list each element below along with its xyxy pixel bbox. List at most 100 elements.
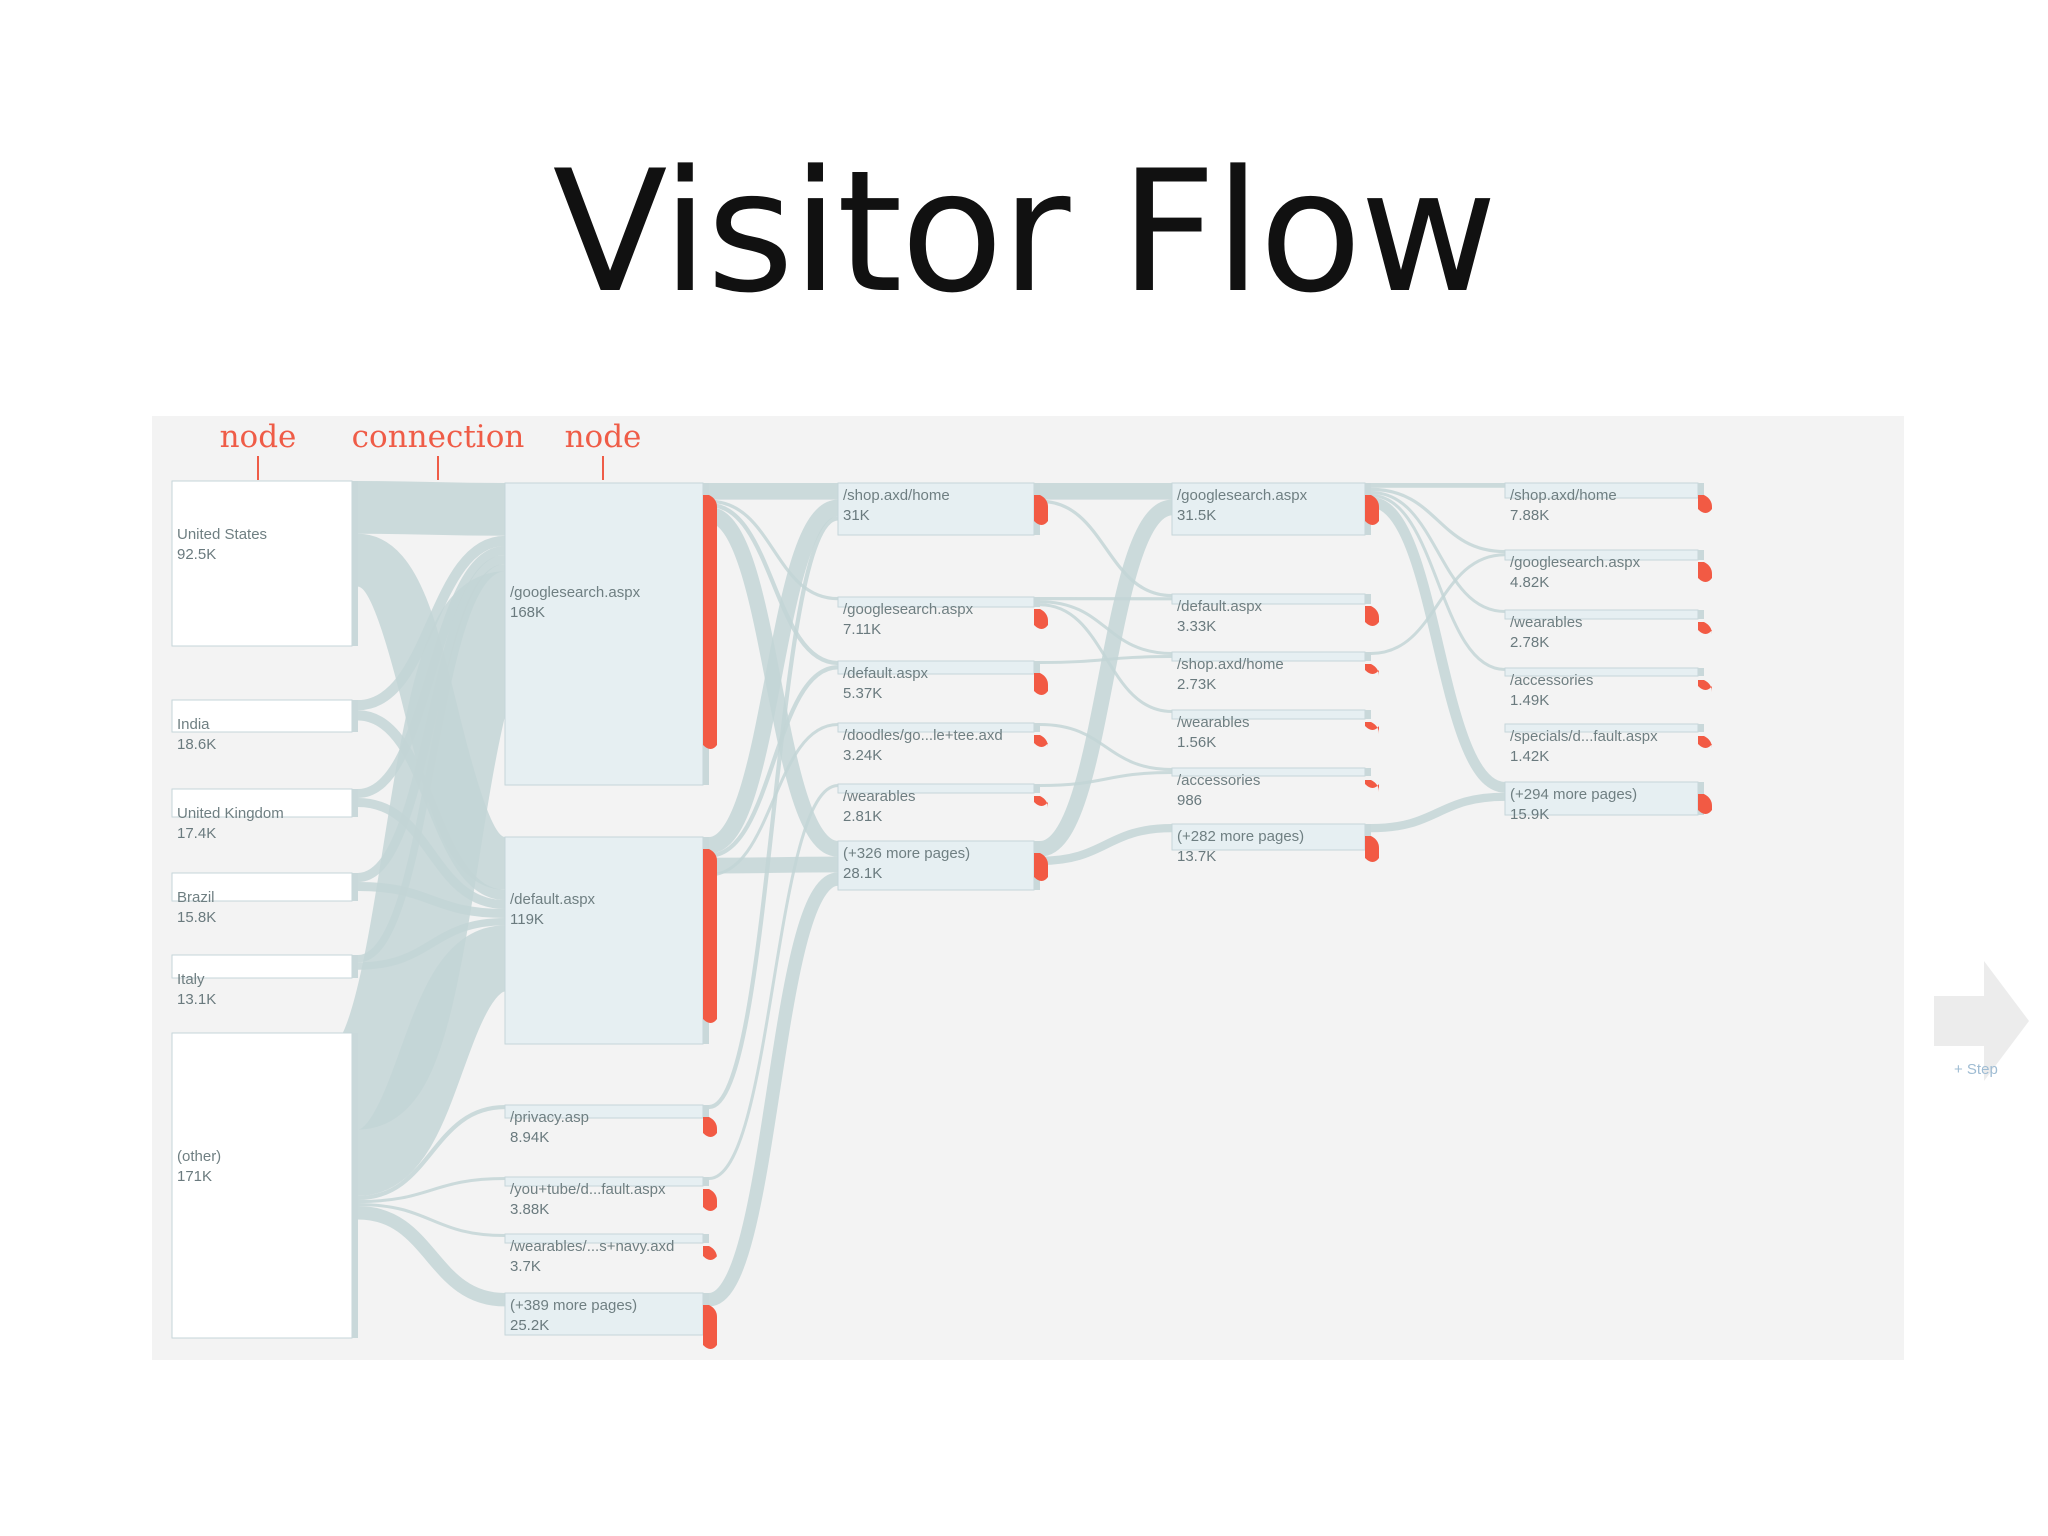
exit-marker [1034, 796, 1048, 808]
node-value: 171K [177, 1167, 213, 1185]
link-c-ot-to-s-mo[interactable] [357, 1206, 506, 1307]
node-c-it[interactable] [171, 954, 358, 979]
node-i3-sp[interactable] [1504, 723, 1712, 748]
node-c-ot[interactable] [171, 1032, 358, 1339]
link-c-ot-to-s-df[interactable] [353, 925, 510, 1196]
add-step-label[interactable]: + Step [1954, 1061, 1998, 1078]
node-c-uk[interactable] [171, 788, 358, 818]
link-i1-sh-to-i2-df[interactable] [1039, 499, 1173, 598]
node-value: 7.88K [1510, 507, 1550, 524]
link-i2-gs-to-i3-wr[interactable] [1370, 491, 1506, 613]
link-i1-mo-to-i2-mo[interactable] [1039, 824, 1173, 865]
node-s-gs[interactable] [504, 482, 717, 786]
link-s-df-to-i1-mo[interactable] [708, 856, 839, 874]
node-name: /doodles/go...le+tee.axd [843, 727, 1003, 744]
link-i1-gs-to-i2-sh[interactable] [1039, 600, 1173, 655]
node-name: (+389 more pages) [510, 1297, 638, 1314]
link-s-yt-to-i1-wr[interactable] [708, 784, 839, 1180]
node-c-us[interactable] [171, 480, 358, 647]
node-connector [1034, 661, 1040, 674]
node-value: 13.7K [1177, 848, 1217, 865]
node-name: /default.aspx [510, 890, 596, 908]
node-i2-sh[interactable] [1171, 651, 1379, 676]
node-s-mo[interactable] [504, 1292, 717, 1349]
node-i2-ac[interactable] [1171, 767, 1379, 792]
node-name: /privacy.asp [510, 1109, 589, 1126]
link-s-gs-to-i1-gs[interactable] [708, 499, 839, 601]
node-i1-mo[interactable] [837, 840, 1048, 891]
annotation-node-2: node [564, 419, 642, 455]
link-s-df-to-i1-sh[interactable] [707, 499, 840, 854]
node-value: 3.88K [510, 1201, 550, 1218]
node-c-br[interactable] [171, 872, 358, 902]
node-bar [837, 840, 1035, 891]
exit-marker [703, 1117, 717, 1137]
node-name: /accessories [1177, 772, 1261, 789]
node-bar [1171, 823, 1366, 851]
link-c-ot-to-s-wn[interactable] [357, 1203, 506, 1237]
link-i2-gs-to-i3-ac[interactable] [1370, 494, 1506, 671]
node-i1-df[interactable] [837, 660, 1048, 695]
add-step-arrow-icon[interactable] [1924, 956, 2034, 1086]
node-s-wn[interactable] [504, 1233, 717, 1260]
node-i1-sh[interactable] [837, 482, 1048, 536]
node-s-yt[interactable] [504, 1176, 717, 1211]
exit-marker [1698, 495, 1712, 513]
link-s-gs-to-i1-df[interactable] [708, 502, 839, 666]
node-i1-gs[interactable] [837, 596, 1048, 629]
link-i1-dd-to-i2-ac[interactable] [1039, 723, 1173, 771]
node-i3-wr[interactable] [1504, 609, 1712, 634]
node-connector [703, 1234, 709, 1243]
node-connector [1034, 723, 1040, 732]
link-i1-wr-to-i2-ac[interactable] [1039, 771, 1173, 787]
node-name: /googlesearch.aspx [843, 601, 974, 618]
node-value: 1.56K [1177, 734, 1217, 751]
node-i3-ac[interactable] [1504, 667, 1712, 692]
link-i1-mo-to-i2-gs[interactable] [1038, 499, 1174, 857]
node-bar [1504, 781, 1699, 816]
flow-diagram [171, 480, 1712, 1349]
node-value: 3.7K [510, 1258, 541, 1275]
node-i1-wr[interactable] [837, 783, 1048, 808]
node-value: 1.42K [1510, 748, 1550, 765]
node-i3-mo[interactable] [1504, 781, 1712, 816]
node-i3-gs[interactable] [1504, 549, 1712, 582]
node-s-df[interactable] [504, 836, 717, 1045]
annotation-connection-tick [437, 456, 439, 480]
node-connector [703, 1177, 709, 1186]
exit-marker [703, 1305, 717, 1349]
link-i2-mo-to-i3-mo[interactable] [1370, 792, 1506, 833]
link-c-ot-to-s-pr[interactable] [357, 1104, 506, 1201]
node-name: /wearables [1177, 714, 1250, 731]
link-i2-gs-to-i3-mo[interactable] [1370, 496, 1506, 793]
link-c-ot-to-s-gs[interactable] [335, 571, 528, 1130]
node-connector [352, 1033, 358, 1338]
node-connector [1698, 668, 1704, 676]
node-i2-df[interactable] [1171, 593, 1379, 626]
link-i2-gs-to-i3-gs[interactable] [1370, 487, 1506, 554]
node-c-in[interactable] [171, 699, 358, 733]
link-i2-sh-to-i3-gs[interactable] [1370, 553, 1506, 655]
node-i1-dd[interactable] [837, 722, 1048, 747]
node-bar [504, 482, 704, 786]
node-connector [1698, 550, 1704, 560]
node-s-pr[interactable] [504, 1104, 717, 1137]
node-value: 15.9K [1510, 806, 1550, 823]
link-s-pr-to-i1-sh[interactable] [708, 516, 839, 1110]
link-c-in-to-s-gs[interactable] [357, 535, 506, 711]
link-c-us-to-s-gs[interactable] [357, 481, 506, 536]
node-i2-wr[interactable] [1171, 709, 1379, 734]
node-name: India [177, 716, 210, 733]
node-i2-gs[interactable] [1171, 482, 1379, 536]
link-c-ot-to-s-yt[interactable] [357, 1177, 506, 1204]
node-i2-mo[interactable] [1171, 823, 1379, 862]
link-s-mo-to-i1-mo[interactable] [707, 872, 840, 1307]
node-name: /shop.axd/home [1177, 656, 1284, 673]
node-value: 2.81K [843, 808, 883, 825]
node-bar [837, 482, 1035, 536]
node-connector [1034, 597, 1040, 607]
exit-marker [703, 1246, 717, 1260]
node-i3-sh[interactable] [1504, 482, 1712, 513]
link-s-df-to-i1-df[interactable] [708, 665, 839, 858]
